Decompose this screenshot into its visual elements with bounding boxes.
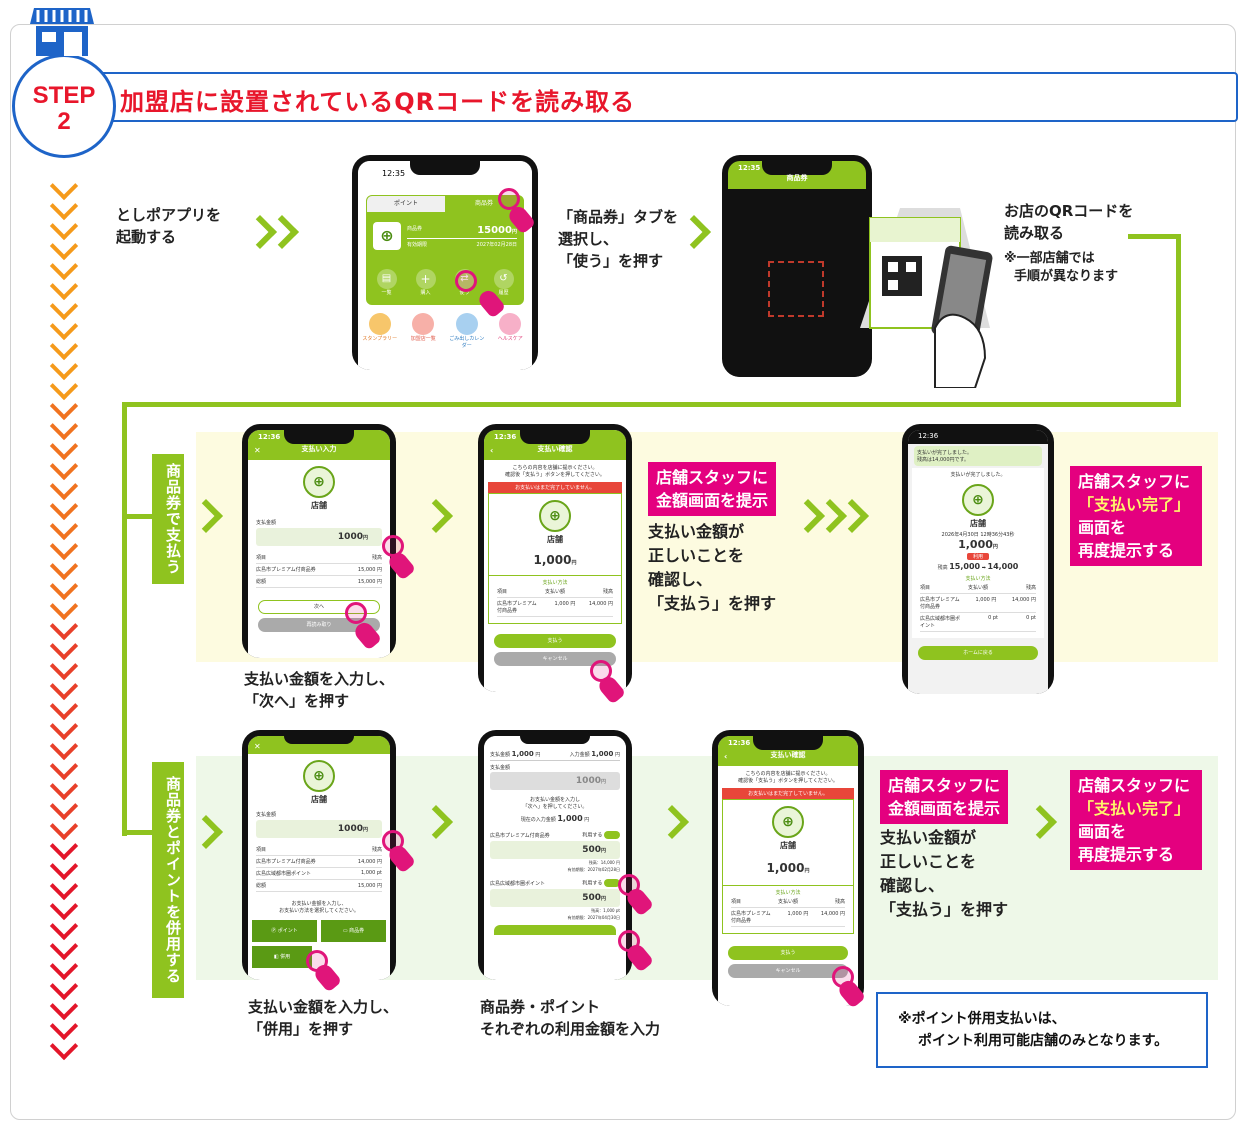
pay-button[interactable]: 支払う <box>494 634 616 648</box>
point-amount-input[interactable]: 500円 <box>490 889 620 907</box>
status-time: 12:35 <box>382 169 406 178</box>
voucher-logo-icon: ⊕ <box>373 222 401 250</box>
back-icon[interactable]: ‹ <box>724 752 728 761</box>
pay-button[interactable]: 支払う <box>728 946 848 960</box>
cancel-button[interactable]: キャンセル <box>728 964 848 978</box>
step-badge <box>12 54 116 158</box>
plus-icon: + <box>415 268 436 289</box>
list-icon: ▤ <box>376 268 397 289</box>
point-icon: Ⓟ <box>271 928 278 934</box>
shop-logo-icon: ⊕ <box>303 760 335 792</box>
shop-logo-icon: ⊕ <box>772 806 804 838</box>
home-button[interactable]: ホームに戻る <box>918 646 1038 660</box>
cancel-button[interactable]: キャンセル <box>494 652 616 666</box>
step-number: 2 <box>57 108 71 135</box>
calendar-icon <box>455 313 478 335</box>
tap-indicator <box>498 188 520 210</box>
qr-note-text: ※一部店舗では手順が異なります <box>1004 251 1119 284</box>
shop-logo-icon: ⊕ <box>962 484 994 516</box>
menu-stamp-rally[interactable]: スタンプラリー <box>362 313 398 349</box>
combined-section-label: 商品券とポイントを併用する <box>152 762 184 998</box>
confirm-caption-2: 支払い金額が正しいことを確認し、「支払う」を押す <box>880 828 1009 919</box>
history-action-button[interactable]: ↺履歴 <box>493 268 514 296</box>
arrow-right-icon: ➡ <box>981 565 986 571</box>
completion-notice: 支払いが完了しました。残高は14,000円です。 <box>914 446 1042 466</box>
warning-banner: お支払いはまだ完了していません。 <box>488 482 622 493</box>
voucher-section-label: 商品券で支払う <box>152 454 184 584</box>
voucher-toggle[interactable] <box>604 831 620 839</box>
point-usage-note: ※ポイント併用支払いは、 ポイント利用可能店舗のみとなります。 <box>876 992 1208 1068</box>
menu-shop-list[interactable]: 加盟店一覧 <box>405 313 441 349</box>
menu-garbage-calendar[interactable]: ごみ出しカレンダー <box>449 313 485 349</box>
phone-split-amounts: 支払金額 1,000 円 入力金額 1,000 円 支払金額 1000円 お支払… <box>478 730 632 980</box>
tab-instruction-text: 「商品券」タブを選択し、「使う」を押す <box>558 208 679 270</box>
tap-indicator <box>455 270 477 292</box>
tap-indicator <box>345 602 367 624</box>
amount-input[interactable]: 1000円 <box>256 528 382 546</box>
connector-line <box>122 402 127 836</box>
staff-show-complete-label: 店舗スタッフに「支払い完了」画面を再度提示する <box>1070 466 1202 566</box>
combined-input-caption: 支払い金額を入力し、「併用」を押す <box>248 998 399 1038</box>
amount-input[interactable]: 1000円 <box>256 820 382 838</box>
qr-read-text: お店のQRコードを読み取る <box>1004 202 1134 242</box>
close-icon[interactable]: ✕ <box>254 446 261 455</box>
list-action-button[interactable]: ▤一覧 <box>376 268 397 296</box>
connector-line <box>122 402 1181 407</box>
header-bar <box>60 72 1238 122</box>
connector-line <box>1176 234 1181 406</box>
combine-icon: ◧ <box>273 954 281 960</box>
shop-icon <box>30 6 94 58</box>
phone-payment-complete: 12:36 支払いが完了しました。残高は14,000円です。 支払いが完了しまし… <box>902 424 1054 694</box>
next-button[interactable]: 次へ <box>258 600 380 614</box>
launch-app-text: としポアプリを起動する <box>116 206 222 246</box>
buy-action-button[interactable]: +購入 <box>415 268 436 296</box>
split-caption: 商品券・ポイントそれぞれの利用金額を入力 <box>480 998 661 1038</box>
point-pay-button[interactable]: Ⓟ ポイント <box>252 920 317 942</box>
step-label: STEP <box>32 82 96 109</box>
shop-logo-icon: ⊕ <box>303 466 335 498</box>
scan-frame <box>768 261 824 317</box>
staff-show-amount-label: 店舗スタッフに金額画面を提示 <box>648 462 777 516</box>
usage-badge: 利用 <box>967 553 989 560</box>
voucher-pay-button[interactable]: ▭ 商品券 <box>321 920 386 942</box>
voucher-amount-input[interactable]: 500円 <box>490 841 620 859</box>
back-icon[interactable]: ‹ <box>490 446 494 455</box>
next-button[interactable] <box>494 925 616 935</box>
close-icon[interactable]: ✕ <box>254 742 261 751</box>
amount-display: 1000円 <box>490 772 620 790</box>
connector-line <box>1128 234 1180 239</box>
staff-show-amount-label-2: 店舗スタッフに金額画面を提示 <box>880 770 1009 824</box>
tab-point[interactable]: ポイント <box>367 196 445 212</box>
history-icon: ↺ <box>493 268 514 289</box>
page-title: 加盟店に設置されているQRコードを読み取る <box>120 88 636 116</box>
point-toggle[interactable] <box>604 879 620 887</box>
confirm-caption: 支払い金額が正しいことを確認し、「支払う」を押す <box>648 522 777 613</box>
phone-qr-scanner: 12:35 商品券 <box>722 155 872 377</box>
stamp-icon <box>368 313 391 335</box>
connector-line <box>122 514 152 519</box>
map-pin-icon <box>412 313 435 335</box>
heart-icon <box>499 313 522 335</box>
combined-pay-button[interactable]: ◧ 併用 <box>252 946 312 968</box>
qr-stand-illustration <box>840 198 1000 389</box>
input-caption: 支払い金額を入力し、「次へ」を押す <box>244 670 395 710</box>
shop-logo-icon: ⊕ <box>539 500 571 532</box>
staff-show-complete-label-2: 店舗スタッフに「支払い完了」画面を再度提示する <box>1070 770 1202 870</box>
warning-banner: お支払いはまだ完了していません。 <box>722 788 854 799</box>
ticket-icon: ▭ <box>342 928 350 934</box>
connector-line <box>122 830 152 835</box>
menu-healthcare[interactable]: ヘルスケア <box>492 313 528 349</box>
